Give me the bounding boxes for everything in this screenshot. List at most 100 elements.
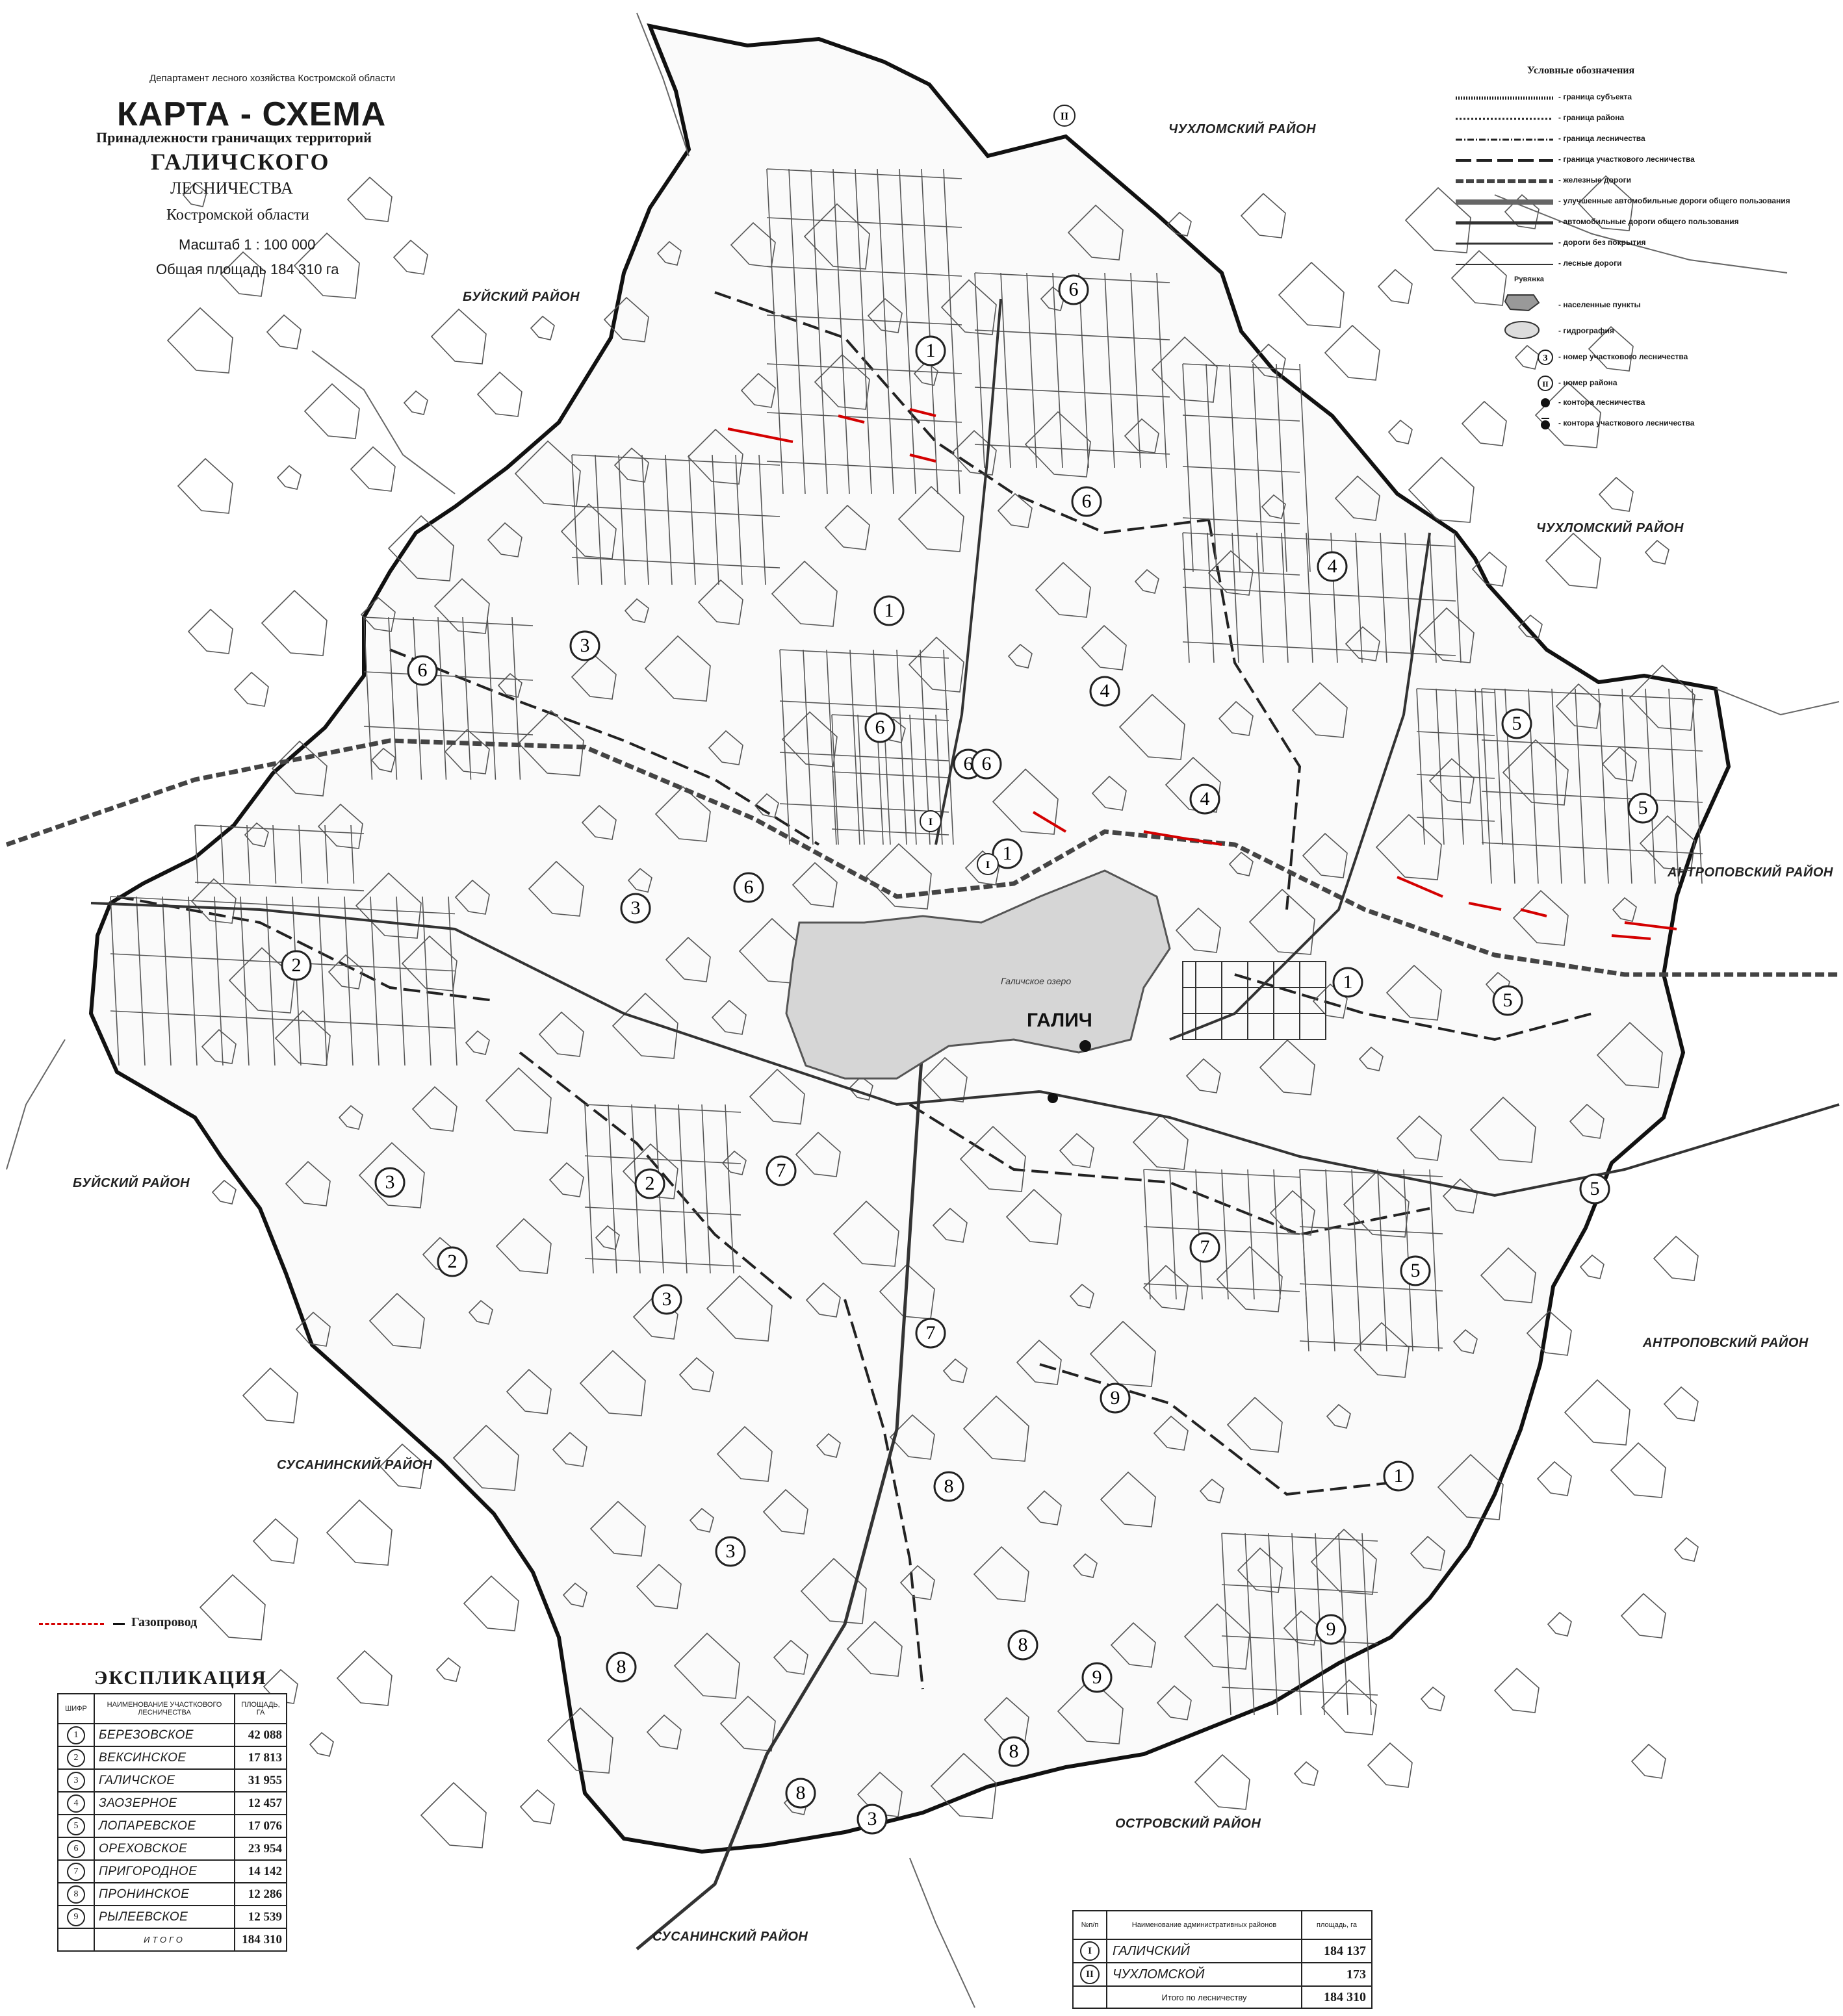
legend-title: Условные обозначения <box>1527 65 1635 76</box>
parcel <box>1345 626 1380 661</box>
section-number: 8 <box>796 1782 806 1804</box>
quarter-line <box>1143 1226 1300 1235</box>
parcel <box>187 608 233 654</box>
quarter-line <box>318 896 328 1066</box>
parcel <box>401 935 458 991</box>
parcel <box>1555 683 1601 729</box>
quarter-line <box>779 803 949 813</box>
quarter-line <box>324 824 329 884</box>
parcel <box>485 1067 552 1134</box>
parcel <box>962 1395 1029 1462</box>
quarter-line <box>1182 415 1300 422</box>
section-number: 5 <box>1411 1260 1421 1281</box>
quarter-line <box>584 1206 741 1216</box>
section-number-circle <box>971 748 1002 780</box>
section-number: 9 <box>1092 1666 1102 1688</box>
rivers <box>6 12 1840 2008</box>
district-number: I <box>986 860 990 871</box>
parcel <box>530 315 555 340</box>
parcel <box>1250 343 1286 379</box>
quarter-line <box>388 617 398 780</box>
quarter-line <box>462 617 472 780</box>
parcel <box>814 353 870 410</box>
parcel <box>166 307 233 374</box>
quarter-line <box>1299 1169 1443 1177</box>
parcel <box>420 1781 487 1848</box>
parcel <box>1577 175 1634 231</box>
parcel <box>1334 475 1380 521</box>
quarter-line <box>571 557 780 568</box>
parcel <box>562 1582 587 1607</box>
quarter-line <box>1668 688 1679 884</box>
parcel <box>612 992 678 1059</box>
section-boundary <box>1207 519 1302 910</box>
parcel <box>360 596 396 632</box>
parcel <box>1579 1254 1605 1279</box>
parcel <box>1005 1188 1062 1245</box>
section-code-cell: 8 <box>57 1882 95 1906</box>
quarter-line <box>1229 363 1241 572</box>
parcel <box>1418 607 1475 663</box>
parcel <box>1321 1679 1377 1735</box>
parcel <box>1326 1403 1351 1429</box>
parcel <box>1610 1442 1666 1498</box>
quarter-line <box>1143 1169 1151 1300</box>
quarter-line <box>943 168 960 494</box>
map-subtitle: Принадлежности граничащих территорий <box>96 129 372 146</box>
quarter-line <box>1475 688 1484 845</box>
legend-label: - дороги без покрытия <box>1558 238 1646 247</box>
quarter-line <box>974 387 1170 398</box>
section-name: БЕРЕЗОВСКОЕ <box>94 1723 235 1747</box>
section-name: ЛОПАРЕВСКОЕ <box>94 1814 235 1838</box>
parcel <box>762 1488 808 1535</box>
quarter-line <box>1182 641 1456 656</box>
quarter-line <box>1182 587 1456 602</box>
section-number: 6 <box>982 753 992 774</box>
parcel <box>1428 758 1475 804</box>
parcel <box>754 793 779 818</box>
legend-label: - автомобильные дороги общего пользовани… <box>1558 217 1739 226</box>
parcel <box>803 203 870 270</box>
map-scale: Масштаб 1 : 100 000 <box>179 236 316 253</box>
parcel <box>959 1125 1026 1192</box>
quarter-line <box>1481 739 1703 752</box>
parcel <box>1639 815 1695 871</box>
quarter-line <box>1156 272 1167 468</box>
quarter-line <box>779 649 949 659</box>
quarter-line <box>1416 688 1495 693</box>
parcel <box>506 1368 552 1414</box>
parcel <box>1514 344 1540 370</box>
section-number-circle <box>281 950 312 981</box>
parcel <box>613 447 649 483</box>
empty-cell <box>57 1928 95 1952</box>
section-number: 2 <box>292 954 302 976</box>
lake-label: Галичское озеро <box>1001 976 1072 986</box>
parcel <box>1007 643 1033 669</box>
section-number-circle <box>933 1471 964 1502</box>
parcel <box>644 635 711 702</box>
section-boundary <box>1234 973 1593 1041</box>
quarter-line <box>1221 1635 1378 1644</box>
quarter-line <box>363 617 373 780</box>
parcel <box>1153 1415 1189 1451</box>
parcel <box>656 240 682 266</box>
quarter-line <box>1221 1584 1378 1593</box>
section-name: ПРИГОРОДНОЕ <box>94 1859 235 1883</box>
parcel <box>1353 1321 1410 1378</box>
quarter-line <box>396 896 406 1066</box>
main-road <box>1169 532 1431 1041</box>
district-number-circle <box>920 810 942 832</box>
parcel <box>560 503 617 559</box>
legend-item: 3 - номер участкового лесничества <box>1456 348 1820 368</box>
quarter-line <box>1182 532 1190 663</box>
section-name: РЫЛЕЕВСКОЕ <box>94 1905 235 1929</box>
legend-item: - населенные пункты <box>1456 292 1820 318</box>
parcel <box>795 1131 841 1177</box>
parcel <box>1016 1339 1062 1385</box>
district-label: ЧУХЛОМСКИЙ РАЙОН <box>1168 122 1316 136</box>
section-area: 12 457 <box>234 1791 287 1815</box>
parcel <box>603 296 649 342</box>
quarter-line <box>1351 1169 1361 1352</box>
